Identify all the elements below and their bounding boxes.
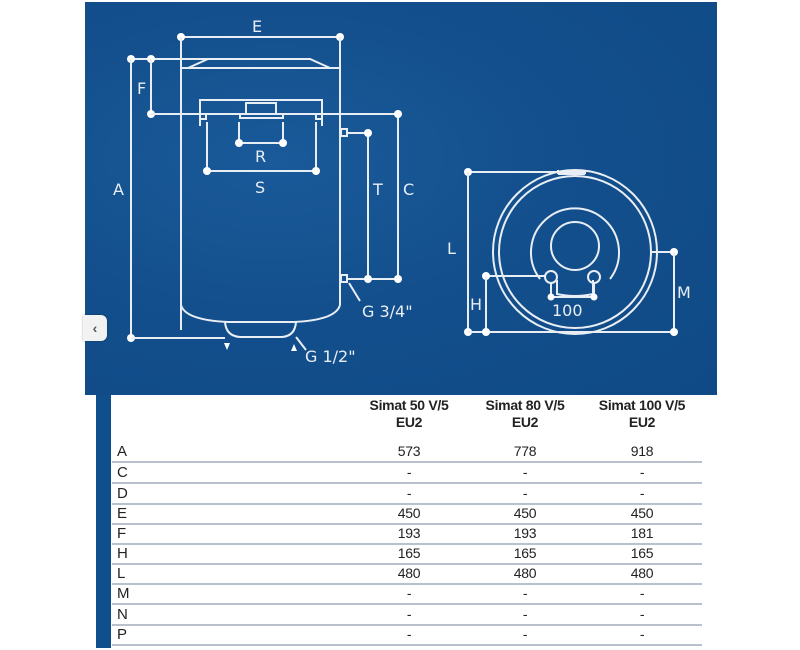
table-row: D - - -: [112, 483, 702, 505]
table-row: H 165 165 165: [112, 543, 702, 565]
svg-text:R: R: [255, 147, 266, 166]
svg-text:H: H: [470, 295, 482, 314]
svg-text:S: S: [255, 178, 265, 197]
column-header-simat-80: Simat 80 V/5 EU2: [485, 397, 565, 430]
svg-text:F: F: [137, 79, 146, 98]
svg-text:100: 100: [552, 301, 583, 320]
previous-image-button[interactable]: ‹: [83, 315, 107, 341]
column-header-simat-100: Simat 100 V/5 EU2: [598, 397, 686, 430]
table-row: P - - -: [112, 624, 702, 646]
svg-text:L: L: [447, 239, 456, 258]
table-row: F 193 193 181: [112, 523, 702, 545]
table-row: L 480 480 480: [112, 563, 702, 585]
svg-text:M: M: [677, 283, 691, 302]
table-row: N - - -: [112, 604, 702, 626]
technical-drawing: E A F R: [85, 2, 717, 395]
svg-text:E: E: [252, 17, 262, 36]
column-header-simat-50: Simat 50 V/5 EU2: [369, 397, 449, 430]
svg-text:G 1/2": G 1/2": [305, 347, 356, 366]
table-row: E 450 450 450: [112, 503, 702, 525]
front-view: E A F R: [113, 17, 414, 366]
dimension-diagram: E A F R: [113, 17, 691, 366]
chevron-left-icon: ‹: [92, 320, 98, 336]
svg-text:G 3/4": G 3/4": [362, 302, 413, 321]
side-view: L H M 100: [447, 168, 691, 336]
svg-text:A: A: [113, 180, 124, 199]
svg-text:C: C: [403, 180, 414, 199]
table-row: A 573 778 918: [112, 441, 702, 463]
table-row: M - - -: [112, 583, 702, 605]
table-side-bar: [96, 395, 111, 648]
table-row: C - - -: [112, 462, 702, 484]
svg-text:T: T: [372, 180, 383, 199]
